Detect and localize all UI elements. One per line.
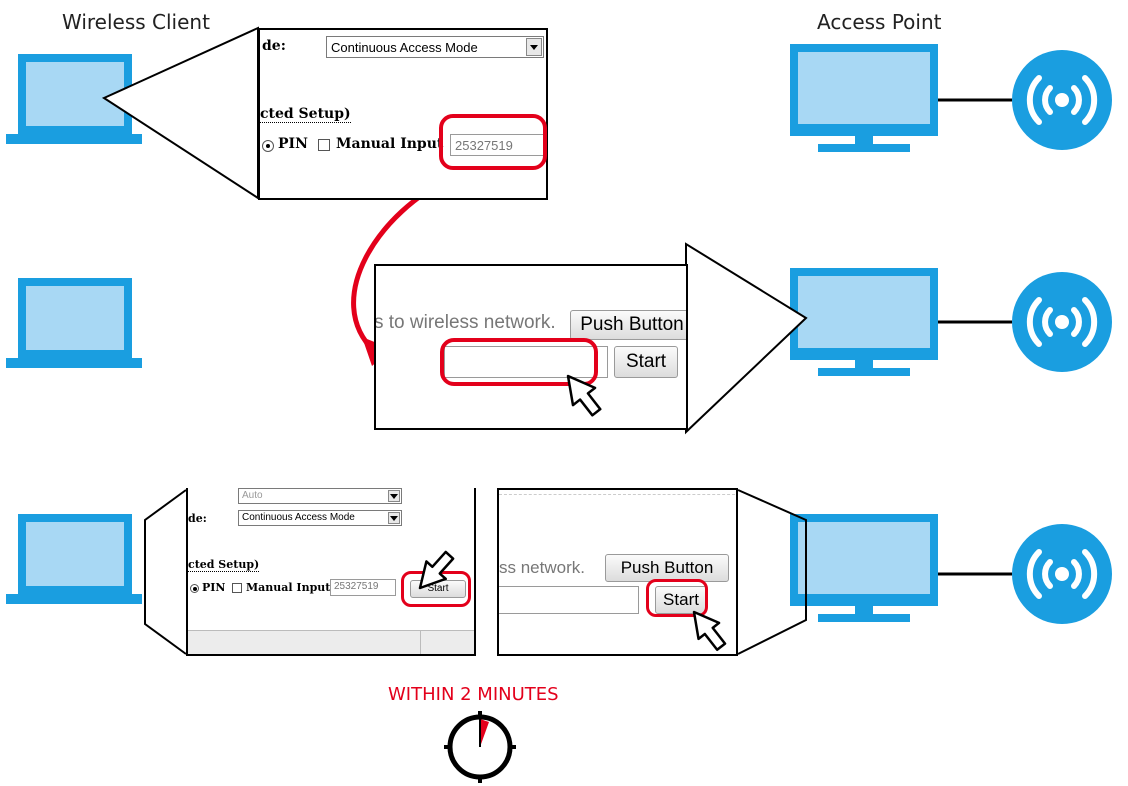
manual-input-label: Manual Input — [246, 581, 331, 594]
client-wps-panel: de: Continuous Access Mode cted Setup) P… — [258, 28, 548, 200]
callout-wedge — [685, 242, 808, 435]
manual-input-checkbox[interactable] — [318, 139, 330, 151]
highlight-ring — [646, 579, 708, 617]
network-text: ss network. — [499, 558, 585, 577]
pin-radio[interactable] — [262, 140, 274, 152]
highlight-ring — [439, 114, 547, 170]
network-text: s to wireless network. — [374, 312, 556, 333]
callout-wedge — [101, 26, 259, 200]
monitor-icon — [790, 44, 938, 152]
section-label: cted Setup) — [260, 106, 351, 123]
pin-label: PIN — [202, 581, 226, 594]
chevron-down-icon[interactable] — [388, 512, 400, 524]
mode-select[interactable]: Continuous Access Mode — [238, 510, 402, 526]
mode-select-value: Continuous Access Mode — [242, 512, 355, 523]
mode-label: de: — [262, 38, 286, 54]
manual-input-label: Manual Input — [336, 136, 444, 152]
pin-field[interactable]: 25327519 — [330, 579, 396, 596]
highlight-ring — [401, 571, 471, 607]
ap-start-panel: ss network. Push Button Start — [497, 488, 738, 656]
divider — [499, 494, 736, 495]
manual-input-checkbox[interactable] — [232, 583, 242, 593]
ap-pin-input[interactable] — [499, 586, 639, 614]
ap-pin-input[interactable] — [444, 346, 608, 378]
ap-start-button[interactable]: Start — [655, 586, 707, 614]
push-button[interactable]: Push Button — [605, 554, 729, 582]
pin-radio[interactable] — [190, 584, 199, 593]
start-button[interactable]: Start — [614, 346, 678, 378]
wireless-signal-icon — [1012, 50, 1112, 150]
mode-label: de: — [188, 512, 207, 525]
access-point-heading: Access Point — [817, 10, 942, 34]
status-bar-divider — [420, 630, 421, 654]
pin-label: PIN — [278, 136, 308, 152]
status-bar — [188, 630, 474, 654]
wireless-signal-icon — [1012, 524, 1112, 624]
laptop-icon — [6, 278, 142, 368]
push-button[interactable]: Push Button — [570, 310, 686, 340]
auth-select-value: Auto — [242, 490, 263, 501]
pin-field[interactable]: 25327519 — [450, 134, 544, 156]
wireless-signal-icon — [1012, 272, 1112, 372]
callout-wedge — [144, 489, 187, 655]
chevron-down-icon[interactable] — [388, 490, 400, 502]
callout-wedge — [737, 489, 807, 655]
highlight-ring — [440, 338, 598, 386]
mode-select-value: Continuous Access Mode — [331, 40, 478, 55]
section-label: cted Setup) — [188, 558, 260, 572]
monitor-icon — [790, 268, 938, 376]
timer-caption: WITHIN 2 MINUTES — [388, 684, 559, 705]
stopwatch-icon — [444, 711, 516, 783]
laptop-icon — [6, 514, 142, 604]
monitor-icon — [790, 514, 938, 622]
mode-select[interactable]: Continuous Access Mode — [326, 36, 544, 58]
auth-select[interactable]: Auto — [238, 488, 402, 504]
wireless-client-heading: Wireless Client — [62, 10, 210, 34]
ap-wps-panel: s to wireless network. Push Button Start — [374, 264, 688, 430]
chevron-down-icon[interactable] — [526, 38, 542, 56]
